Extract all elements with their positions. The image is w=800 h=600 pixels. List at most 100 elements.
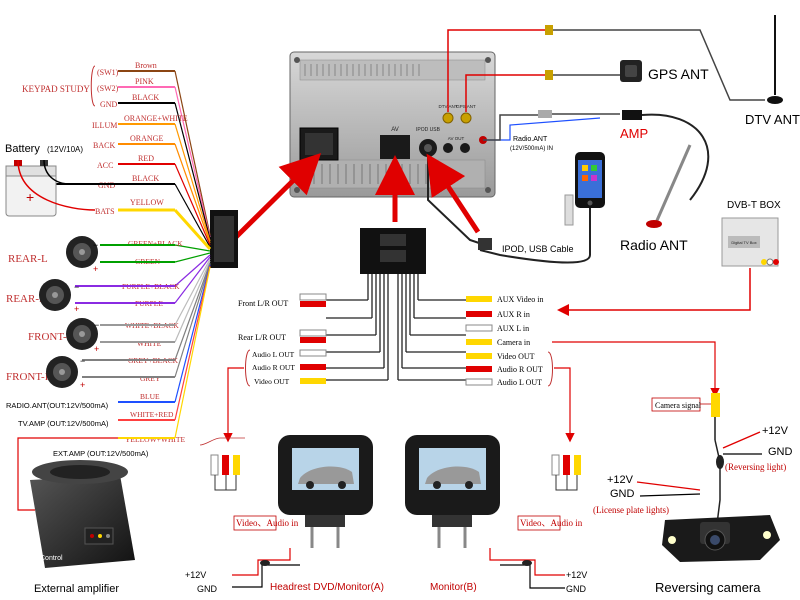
wire-color-label: ORANGE+WHITE [124, 114, 188, 123]
output-label: TV.AMP (OUT:12V/500mA) [18, 419, 109, 428]
rca-left-group: Front L/R OUT Rear L/R OUT Audio L OUT A… [223, 293, 327, 443]
dvbt-box: DVB-T BOX Digital TV Box [557, 200, 781, 316]
rca-label: AUX L in [497, 324, 529, 333]
power-pin-label: ACC [97, 161, 113, 170]
speaker-rear-r: REAR-R PURPLE+BLACK PURPLE − + [6, 279, 180, 314]
battery-spec: (12V/10A) [47, 145, 83, 154]
battery: Battery (12V/10A) + [5, 143, 96, 217]
minus-icon: − [93, 240, 98, 250]
power-row: GND BLACK [55, 174, 175, 190]
rca-jack-aux-r: AUX R in [466, 310, 530, 319]
battery-label: Battery [5, 143, 40, 155]
plus-icon: + [94, 344, 99, 354]
keypad-row: (SW1) Brown [97, 61, 175, 77]
keypad-row: (SW2) PINK [97, 77, 175, 93]
camera-gnd-license: GND [610, 488, 635, 500]
rca-plug-audio-l: Audio L OUT [252, 349, 327, 359]
wire-color-label: GREY [140, 374, 161, 383]
monitor-a: Headrest DVD/Monitor(A) Video、Audio in +… [185, 435, 384, 594]
av-out-port-label: AV OUT [448, 136, 465, 141]
ipod-usb-cable-label: IPOD, USB Cable [502, 244, 574, 254]
power-pin-label: ILLUM [92, 121, 117, 130]
rca-label: Rear L/R OUT [238, 333, 286, 342]
plus-icon: + [80, 380, 85, 390]
monitor-a-gnd: GND [197, 584, 218, 594]
keypad-pin-label: (SW1) [97, 68, 119, 77]
keypad-row: GND BLACK [100, 93, 175, 109]
ipod-usb-port-label: IPOD USB [416, 127, 441, 133]
monitor-a-12v: +12V [185, 570, 206, 580]
output-label: RADIO.ANT(OUT:12V/500mA) [6, 401, 109, 410]
gps-antenna: GPS ANT [465, 60, 709, 112]
power-row: BATS YELLOW [95, 198, 175, 216]
radio-ant-spec: (12V/500mA) IN [510, 146, 553, 152]
power-pin-label: BACK [93, 141, 115, 150]
rca-right-group: AUX Video in AUX R in AUX L in Camera in… [465, 295, 720, 443]
power-row: ACC RED [97, 154, 175, 170]
rca-jack-audio-l: Audio L OUT [465, 378, 542, 387]
minus-icon: − [74, 282, 79, 292]
monitor-b-video-audio-label: Video、Audio in [520, 518, 583, 528]
wire-color-label: BLUE [140, 392, 160, 401]
radio-ant-label: Radio ANT [620, 237, 688, 253]
power-row: ILLUM ORANGE+WHITE [92, 114, 188, 130]
radio-antenna: Radio.ANT (12V/500mA) IN AMP Radio ANT [483, 110, 710, 253]
camera-12v-reverse: +12V [762, 425, 789, 437]
minus-icon: − [80, 356, 85, 366]
radio-ant-in-label: Radio.ANT [513, 136, 548, 143]
wire-color-label: WHITE [137, 339, 162, 348]
dvbt-box-title: DVB-T BOX [727, 200, 781, 211]
camera-signal-label: Camera signal [655, 401, 702, 410]
output-label: EXT.AMP (OUT:12V/500mA) [53, 449, 149, 458]
battery-plus-icon: + [26, 189, 34, 205]
monitor-b-12v: +12V [566, 570, 587, 580]
rca-plug-audio-r: Audio R OUT [252, 363, 326, 372]
monitor-b: Monitor(B) Video、Audio in +12V GND [405, 435, 587, 594]
rca-jack-aux-l: AUX L in [465, 324, 529, 333]
camera-12v-license: +12V [607, 474, 634, 486]
rca-label: AUX Video in [497, 295, 543, 304]
wire-color-label: Brown [135, 61, 157, 70]
rca-jack-aux-video: AUX Video in [466, 295, 543, 304]
output-row-ext-amp: EXT.AMP (OUT:12V/500mA) YELLOW+WHITE [17, 435, 185, 511]
monitor-b-title: Monitor(B) [430, 582, 477, 593]
plus-icon: + [74, 304, 79, 314]
speaker-label: FRONT-R [6, 371, 53, 383]
rca-jack-camera-in: Camera in [466, 338, 530, 347]
power-row: BACK ORANGE [93, 134, 175, 150]
wire-color-label: GREEN+BLACK [128, 239, 183, 248]
wire-color-label: YELLOW [130, 198, 164, 207]
plus-icon: + [93, 264, 98, 274]
connection-arrows [233, 152, 481, 240]
wire-color-label: RED [138, 154, 154, 163]
rca-plug-video-out: Video OUT [254, 377, 326, 386]
wire-color-label: BLACK [132, 93, 159, 102]
rca-plug-rear-lr: Rear L/R OUT [238, 329, 327, 343]
rca-label: Front L/R OUT [238, 299, 288, 308]
rca-label: Audio L OUT [252, 350, 295, 359]
rca-jack-video-out: Video OUT [466, 352, 535, 361]
rca-plug-front-lr: Front L/R OUT [238, 293, 327, 308]
speaker-label: REAR-L [8, 253, 48, 265]
wire-color-label: WHITE+RED [130, 410, 174, 419]
dtv-antenna: DTV ANT [447, 15, 800, 127]
rca-label: AUX R in [497, 310, 530, 319]
wire-color-label: BLACK [132, 174, 159, 183]
power-pin-label: GND [98, 181, 116, 190]
speaker-label: REAR-R [6, 293, 47, 305]
camera-gnd-reverse: GND [768, 446, 793, 458]
rca-label: Video OUT [254, 377, 290, 386]
reversing-camera-title: Reversing camera [655, 580, 761, 595]
main-harness-connector [210, 210, 238, 268]
rca-label: Audio R OUT [252, 363, 295, 372]
external-amp-title: External amplifier [34, 583, 119, 595]
amp-label: AMP [620, 126, 648, 141]
amp-control-label: Control [40, 555, 63, 562]
monitor-a-title: Headrest DVD/Monitor(A) [270, 582, 384, 593]
rca-label: Video OUT [497, 352, 535, 361]
wire-color-label: YELLOW+WHITE [125, 435, 185, 444]
dvbt-screen-label: Digital TV Box [731, 240, 756, 245]
output-row-tv-amp: TV.AMP (OUT:12V/500mA) WHITE+RED [18, 410, 175, 428]
speaker-label: FRONT-L [28, 331, 74, 343]
